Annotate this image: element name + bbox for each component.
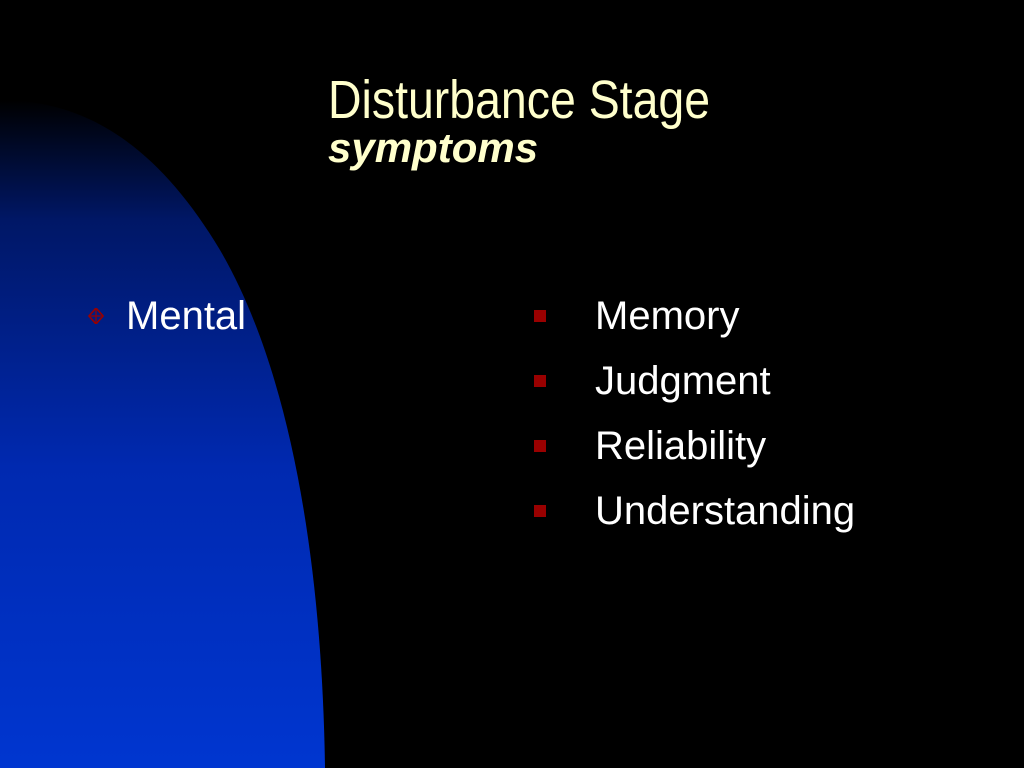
- right-bullet-item: Reliability: [534, 422, 855, 470]
- square-bullet-icon: [534, 310, 546, 322]
- right-bullet-label: Understanding: [595, 489, 856, 533]
- right-bullet-item: Memory: [534, 292, 855, 340]
- diamond-bullet-icon: [88, 308, 104, 324]
- left-bullet-item: Mental: [88, 292, 246, 340]
- square-bullet-icon: [534, 440, 546, 452]
- right-bullet-label: Memory: [595, 294, 740, 338]
- right-bullet-item: Judgment: [534, 357, 855, 405]
- square-bullet-icon: [534, 505, 546, 517]
- title-block: Disturbance Stage symptoms: [328, 70, 968, 172]
- right-bullet-list: Memory Judgment Reliability Understandin…: [534, 292, 855, 552]
- right-bullet-item: Understanding: [534, 487, 855, 535]
- left-bullet-label: Mental: [126, 294, 247, 338]
- right-bullet-label: Judgment: [595, 359, 771, 403]
- slide-title: Disturbance Stage: [328, 70, 711, 130]
- square-bullet-icon: [534, 375, 546, 387]
- slide-subtitle: symptoms: [328, 124, 539, 171]
- right-bullet-label: Reliability: [595, 424, 767, 468]
